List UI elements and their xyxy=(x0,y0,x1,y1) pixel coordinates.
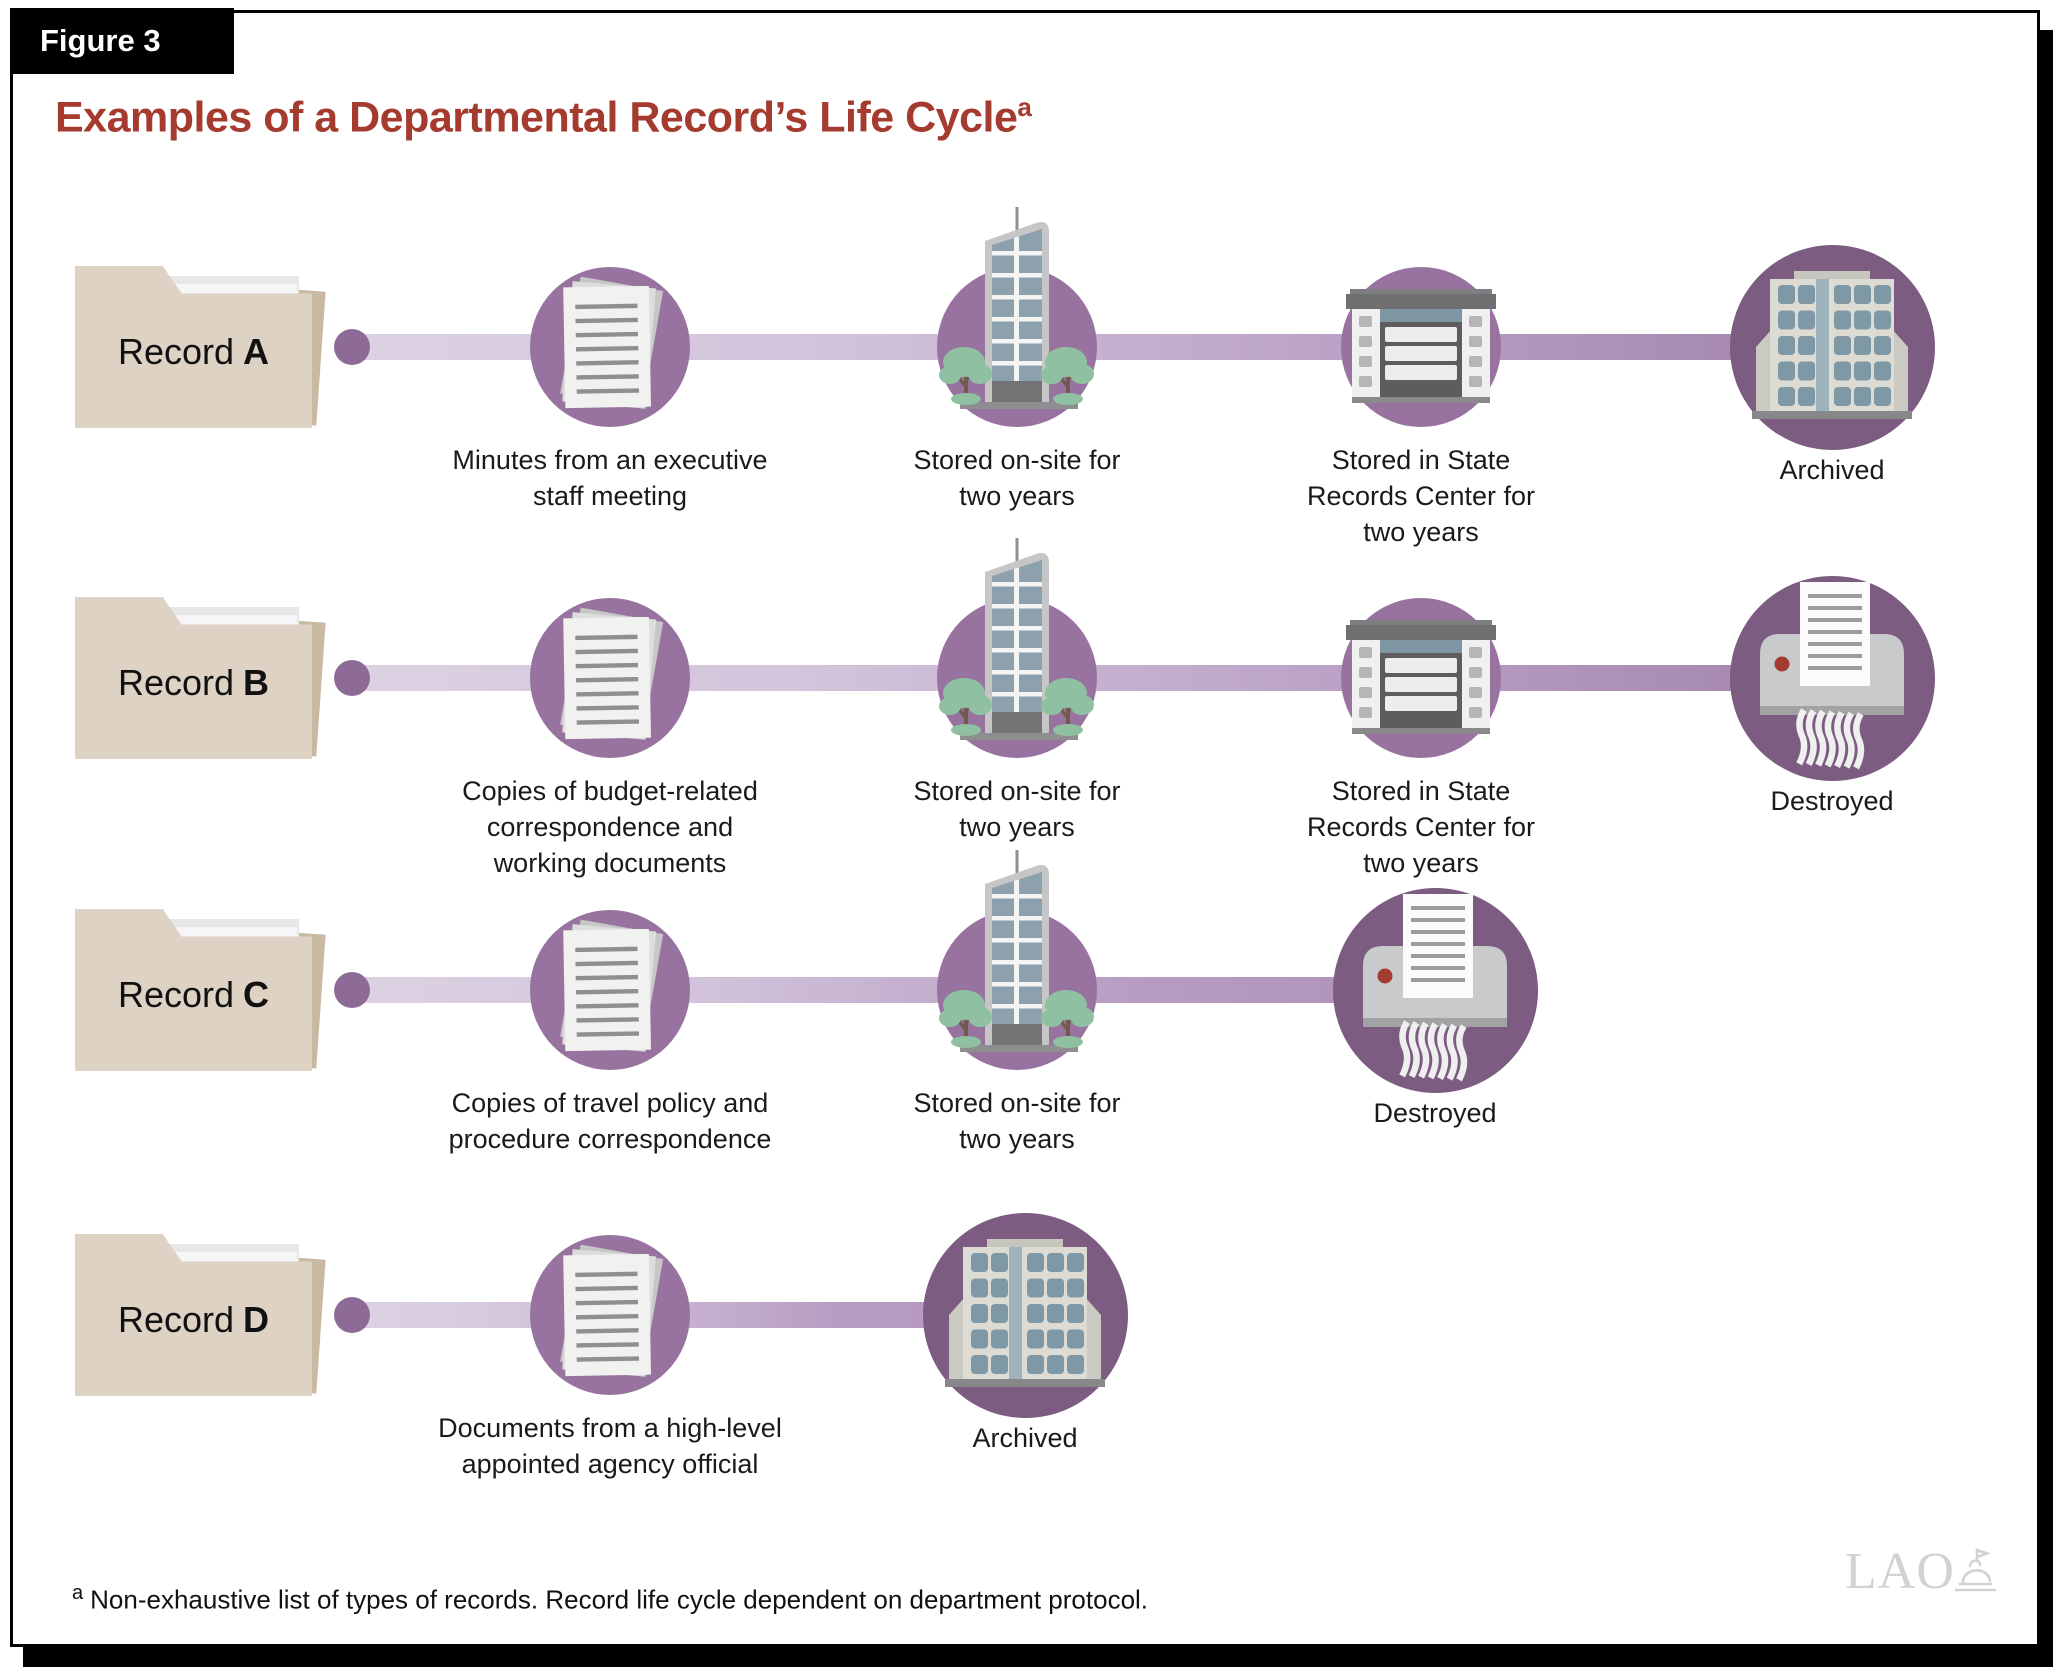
step-caption: Archived xyxy=(972,1423,1078,1453)
record-label-text: Record xyxy=(117,1299,235,1341)
lao-logo: LAO xyxy=(1845,1542,2001,1601)
archive-building-icon xyxy=(935,1239,1115,1389)
connector-start-dot xyxy=(334,329,370,365)
record-label-text: Record xyxy=(117,331,235,373)
office-tower-icon xyxy=(922,848,1112,1060)
record-label-text: Record xyxy=(117,662,235,704)
connector-start-dot xyxy=(334,972,370,1008)
records-center-icon xyxy=(1346,618,1496,736)
step-caption: Archived xyxy=(1779,455,1885,485)
lao-logo-text: LAO xyxy=(1845,1543,1955,1600)
title-text: Examples of a Departmental Record’s Life… xyxy=(55,93,1018,142)
office-tower-icon xyxy=(922,205,1112,417)
footnote-text: Non-exhaustive list of types of records.… xyxy=(90,1584,1149,1615)
documents-icon xyxy=(537,273,683,419)
step-caption: Stored on-site for two years xyxy=(913,1088,1121,1154)
step-caption: Copies of budget-related correspondence … xyxy=(462,776,758,878)
connector-start-dot xyxy=(334,1297,370,1333)
step-caption: Stored on-site for two years xyxy=(913,776,1121,842)
step-caption: Stored on-site for two years xyxy=(913,445,1121,511)
connector-start-dot xyxy=(334,660,370,696)
step-caption: Destroyed xyxy=(1770,786,1894,816)
shredder-icon xyxy=(1345,892,1525,1088)
step-caption: Documents from a high-level appointed ag… xyxy=(438,1413,782,1479)
connector-line xyxy=(352,977,1435,1003)
record-label-text: Record xyxy=(117,974,235,1016)
step-caption: Destroyed xyxy=(1373,1098,1497,1128)
footnote: a Non-exhaustive list of types of records… xyxy=(72,1582,1148,1616)
record-letter: D xyxy=(243,1299,270,1341)
record-letter: A xyxy=(243,331,270,373)
documents-icon xyxy=(537,916,683,1062)
step-caption: Minutes from an executive staff meeting xyxy=(452,445,768,511)
step-caption: Stored in State Records Center for two y… xyxy=(1306,445,1536,547)
record-letter: C xyxy=(243,974,270,1016)
page-title: Examples of a Departmental Record’s Life… xyxy=(55,92,1032,142)
step-caption: Stored in State Records Center for two y… xyxy=(1306,776,1536,878)
office-tower-icon xyxy=(922,536,1112,748)
capitol-dome-icon xyxy=(1954,1548,1997,1592)
documents-icon xyxy=(537,604,683,750)
figure-tag: Figure 3 xyxy=(10,8,234,74)
figure-tag-label: Figure 3 xyxy=(40,23,161,58)
record-letter: B xyxy=(243,662,270,704)
title-footnote-marker: a xyxy=(1017,92,1032,122)
archive-building-icon xyxy=(1742,271,1922,421)
records-center-icon xyxy=(1346,287,1496,405)
step-caption: Copies of travel policy and procedure co… xyxy=(448,1088,772,1154)
documents-icon xyxy=(537,1241,683,1387)
shredder-icon xyxy=(1742,580,1922,776)
footnote-marker: a xyxy=(72,1582,84,1604)
